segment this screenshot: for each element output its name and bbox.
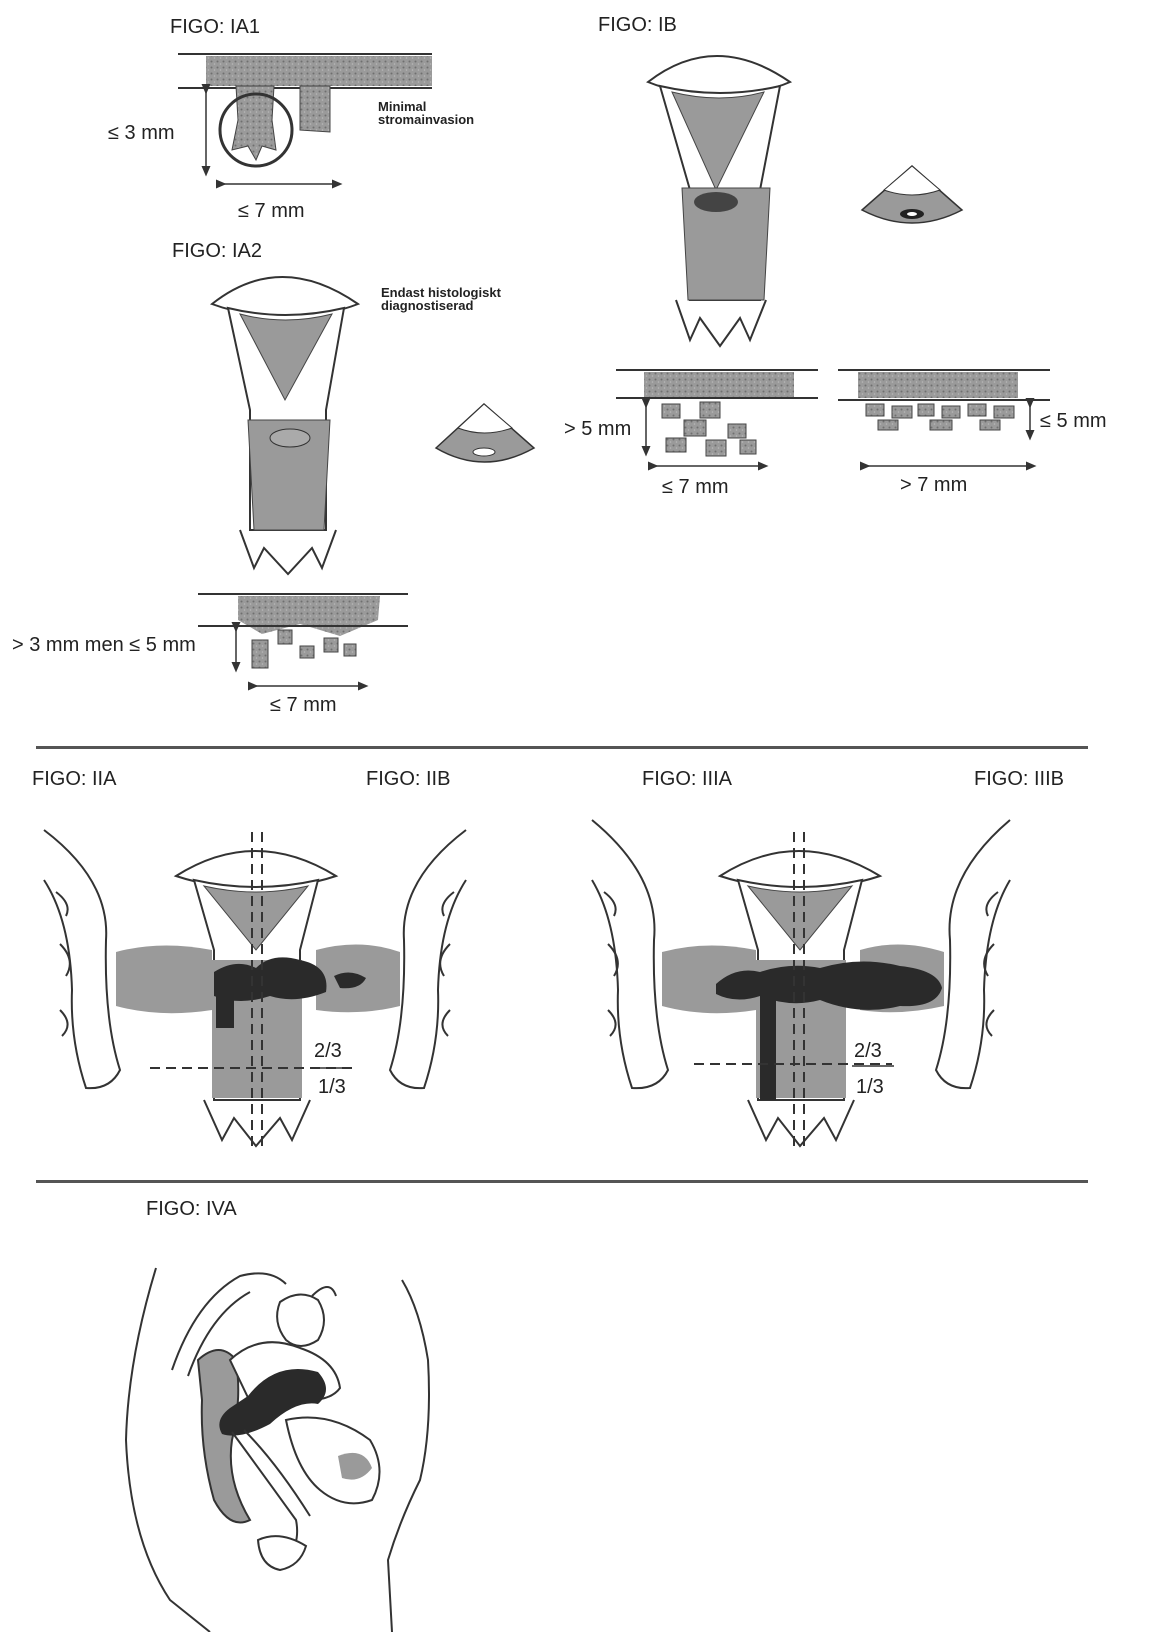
iiia-iiib-diagram — [592, 820, 1010, 1146]
ia2-section — [198, 594, 408, 686]
ib-left-section — [616, 370, 818, 466]
ib-uterus-diagram — [648, 56, 790, 346]
ia2-cone-diagram — [436, 404, 534, 462]
iia-iib-diagram — [44, 830, 466, 1146]
ib-cone-diagram — [862, 166, 962, 223]
ia2-uterus-diagram — [212, 277, 358, 574]
ia1-diagram — [178, 54, 432, 184]
iva-diagram — [126, 1268, 429, 1632]
ib-right-section — [838, 370, 1050, 466]
